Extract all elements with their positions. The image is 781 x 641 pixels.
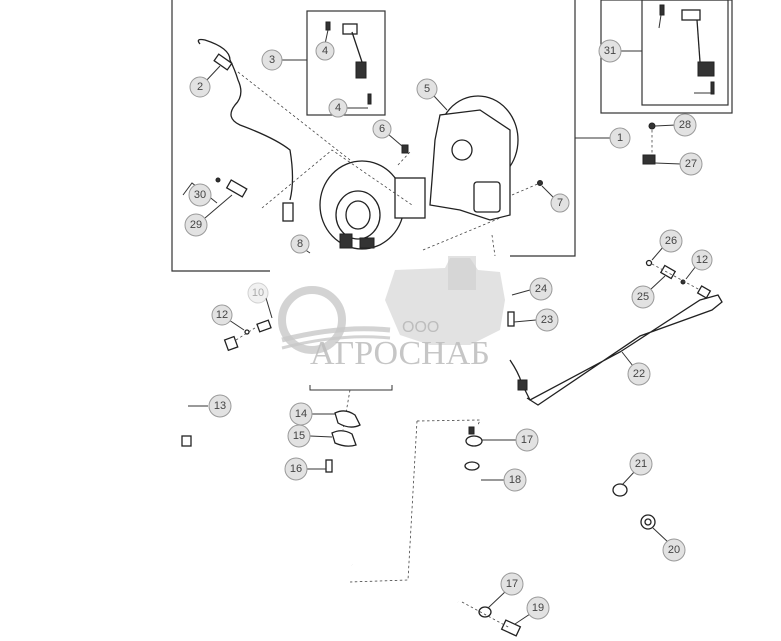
callout-20[interactable]: 20 — [662, 538, 686, 562]
svg-text:3: 3 — [269, 54, 275, 66]
callout-4b[interactable]: 4 — [328, 98, 348, 118]
svg-text:26: 26 — [665, 235, 677, 247]
callout-10[interactable]: 10 — [247, 282, 269, 304]
callout-3[interactable]: 3 — [261, 49, 283, 71]
callout-23[interactable]: 23 — [535, 308, 559, 332]
callout-31[interactable]: 31 — [598, 39, 622, 63]
caps — [612, 469, 670, 544]
watermark-logo: ООО АГРОСНАБ — [278, 256, 505, 372]
oil-drain-pipe — [307, 410, 361, 566]
svg-text:7: 7 — [557, 197, 563, 209]
svg-text:6: 6 — [379, 123, 385, 135]
fitting-6 — [401, 144, 409, 154]
callout-30[interactable]: 30 — [188, 183, 212, 207]
callout-25[interactable]: 25 — [631, 285, 655, 309]
callout-15[interactable]: 15 — [287, 424, 311, 448]
svg-text:18: 18 — [509, 474, 521, 486]
callout-18[interactable]: 18 — [503, 468, 527, 492]
svg-text:14: 14 — [295, 408, 307, 420]
clamp-bolt — [642, 122, 682, 165]
callout-4a[interactable]: 4 — [315, 41, 335, 61]
svg-text:31: 31 — [604, 45, 616, 57]
svg-text:4: 4 — [322, 45, 328, 57]
svg-text:20: 20 — [668, 544, 680, 556]
callout-16[interactable]: 16 — [284, 457, 308, 481]
callout-7[interactable]: 7 — [550, 193, 570, 213]
svg-text:25: 25 — [637, 291, 649, 303]
turbocharger — [319, 160, 426, 250]
svg-text:28: 28 — [679, 119, 691, 131]
alt-linkage-frame — [600, 0, 733, 114]
callout-28[interactable]: 28 — [673, 113, 697, 137]
callout-24[interactable]: 24 — [529, 277, 553, 301]
callout-22[interactable]: 22 — [627, 362, 651, 386]
svg-text:22: 22 — [633, 368, 645, 380]
fitting-23 — [507, 311, 515, 327]
callout-12b[interactable]: 12 — [691, 249, 713, 271]
actuator-linkage — [324, 21, 372, 109]
callout-27[interactable]: 27 — [679, 152, 703, 176]
svg-text:1: 1 — [617, 132, 623, 144]
plug-fitting — [182, 177, 248, 219]
callout-17a[interactable]: 17 — [515, 428, 539, 452]
callout-17b[interactable]: 17 — [500, 572, 524, 596]
callout-12a[interactable]: 12 — [211, 304, 233, 326]
svg-text:21: 21 — [635, 458, 647, 470]
callout-13[interactable]: 13 — [208, 394, 232, 418]
oil-return-hose — [442, 426, 531, 637]
svg-text:30: 30 — [194, 189, 206, 201]
callout-6[interactable]: 6 — [372, 119, 392, 139]
svg-text:29: 29 — [190, 219, 202, 231]
svg-text:15: 15 — [293, 430, 305, 442]
svg-text:10: 10 — [252, 287, 264, 299]
callout-5[interactable]: 5 — [416, 78, 438, 100]
svg-text:4: 4 — [335, 102, 341, 114]
svg-text:5: 5 — [424, 83, 430, 95]
svg-text:17: 17 — [506, 578, 518, 590]
svg-text:23: 23 — [541, 314, 553, 326]
svg-text:12: 12 — [216, 309, 228, 321]
watermark-name: АГРОСНАБ — [310, 335, 490, 372]
oil-feed-tube — [181, 297, 273, 447]
callout-1[interactable]: 1 — [609, 127, 631, 149]
alt-linkage — [658, 4, 715, 95]
svg-text:16: 16 — [290, 463, 302, 475]
actuator-linkage-box — [306, 10, 386, 116]
callout-29[interactable]: 29 — [184, 213, 208, 237]
compressor-housing — [429, 95, 519, 221]
callout-21[interactable]: 21 — [629, 452, 653, 476]
svg-text:19: 19 — [532, 602, 544, 614]
callout-2[interactable]: 2 — [189, 76, 211, 98]
callout-26[interactable]: 26 — [659, 229, 683, 253]
svg-text:12: 12 — [696, 254, 708, 266]
svg-text:17: 17 — [521, 434, 533, 446]
watermark-prefix: ООО — [402, 319, 439, 336]
oil-supply-line — [509, 245, 723, 406]
svg-text:27: 27 — [685, 158, 697, 170]
callout-8[interactable]: 8 — [290, 234, 310, 254]
svg-text:8: 8 — [297, 238, 303, 250]
temperature-sensor — [197, 38, 294, 222]
svg-text:24: 24 — [535, 283, 547, 295]
svg-text:13: 13 — [214, 400, 226, 412]
svg-text:2: 2 — [197, 81, 203, 93]
turbo-assembly-frame — [171, 0, 610, 272]
callout-19[interactable]: 19 — [526, 596, 550, 620]
callout-14[interactable]: 14 — [289, 402, 313, 426]
